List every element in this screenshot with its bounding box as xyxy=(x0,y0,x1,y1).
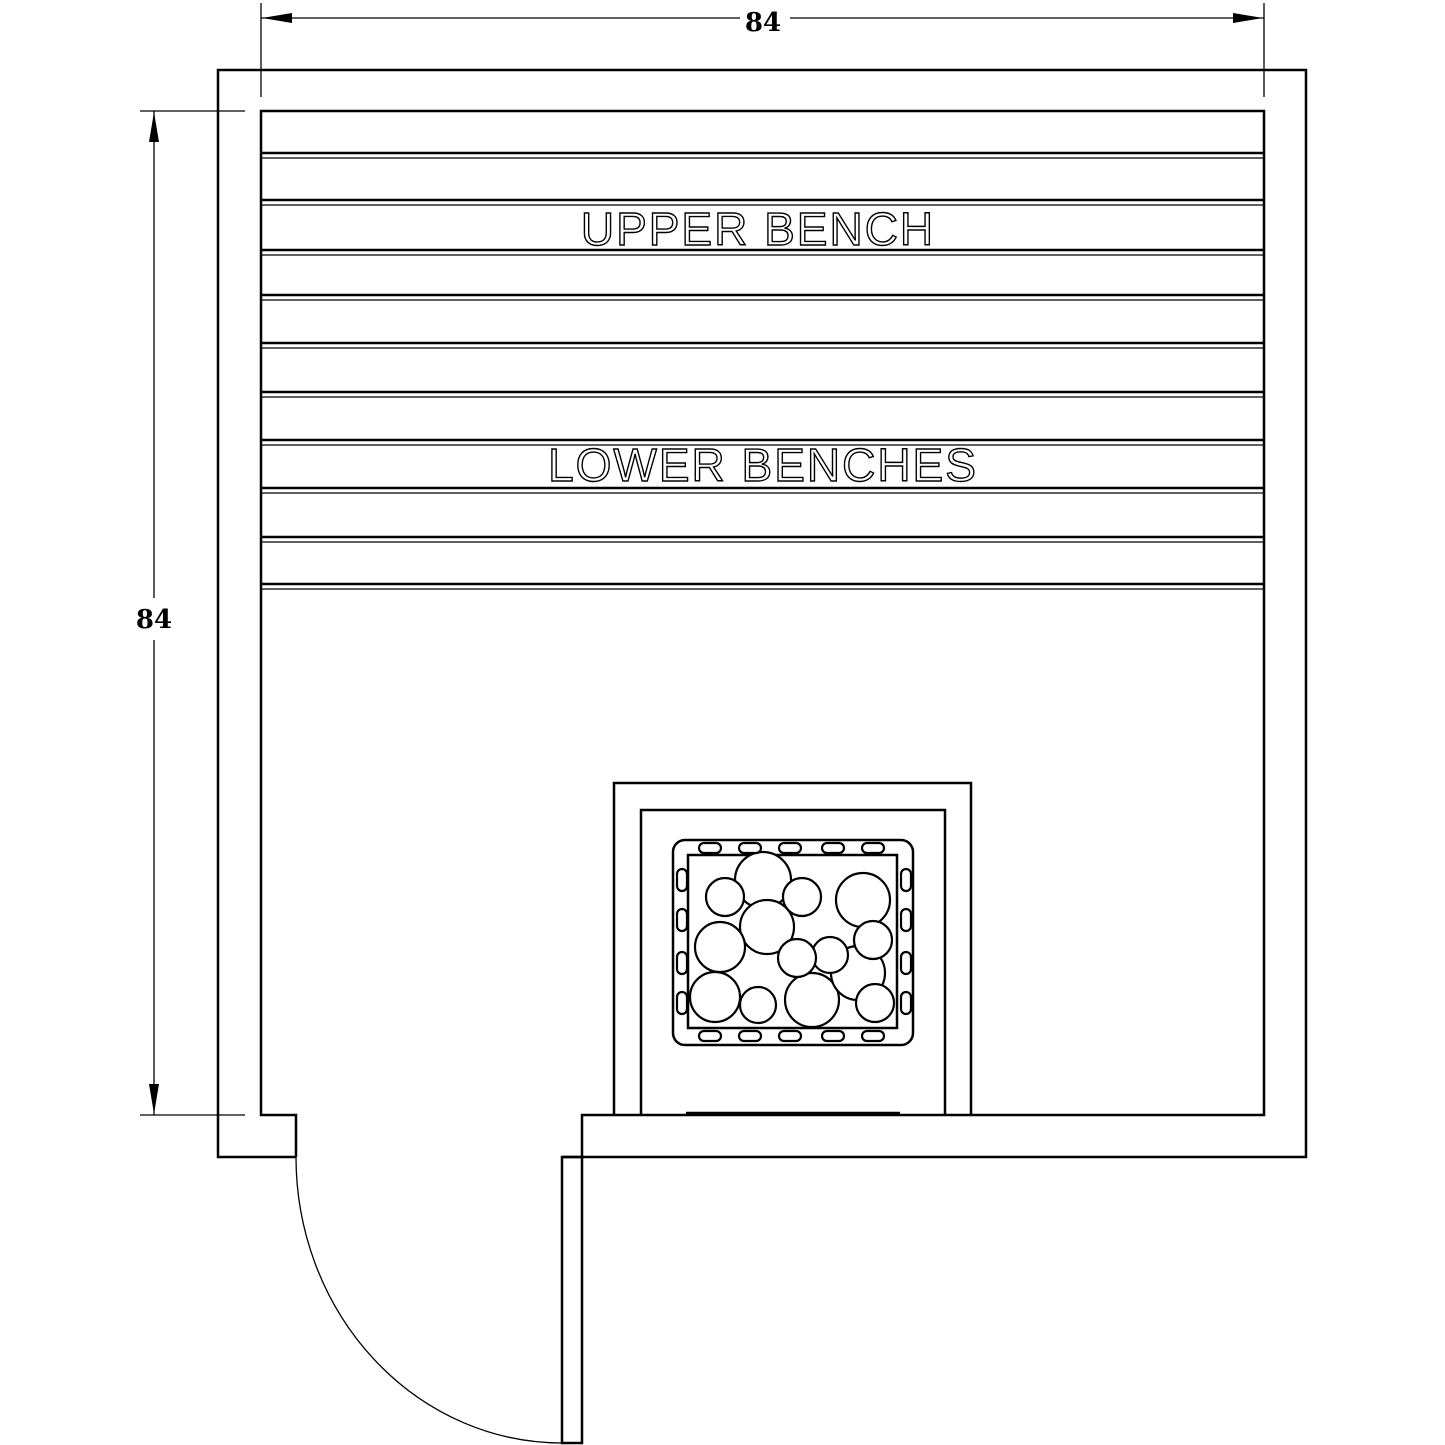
vent-slot xyxy=(820,1029,846,1043)
depth-label: 84 xyxy=(136,605,172,635)
vent-slot xyxy=(697,841,723,855)
heater-vents xyxy=(675,841,913,1043)
vent-slot xyxy=(737,1029,763,1043)
width-dimension: 84 xyxy=(260,3,1265,97)
vent-slot xyxy=(820,841,846,855)
vent-slot xyxy=(737,841,763,855)
arrow-up-icon xyxy=(149,112,159,142)
stone xyxy=(852,919,894,961)
heater-stones xyxy=(688,850,896,1029)
lower-benches-label: LOWER BENCHES xyxy=(548,439,978,491)
upper-bench-label: UPPER BENCH xyxy=(581,203,935,255)
bench-slats xyxy=(261,151,1264,590)
vent-slot xyxy=(899,990,913,1016)
door-leaf[interactable] xyxy=(560,1155,584,1445)
depth-dimension: 84 xyxy=(136,110,245,1116)
vent-slot xyxy=(899,950,913,976)
arrow-right-icon xyxy=(1233,13,1263,23)
vent-slot xyxy=(860,841,886,855)
vent-slot xyxy=(899,867,913,893)
vent-slot xyxy=(899,907,913,933)
door[interactable] xyxy=(295,1155,584,1445)
vent-slot xyxy=(675,907,689,933)
stone xyxy=(688,970,742,1024)
stone xyxy=(738,898,796,956)
stone xyxy=(781,876,823,918)
vent-slot xyxy=(675,867,689,893)
door-swing-arc xyxy=(295,1156,563,1444)
width-label: 84 xyxy=(745,8,781,38)
stone xyxy=(854,982,896,1024)
stone xyxy=(704,876,746,918)
arrow-down-icon xyxy=(149,1084,159,1114)
stone xyxy=(776,937,818,979)
vent-slot xyxy=(675,950,689,976)
stone xyxy=(810,935,850,975)
stone xyxy=(783,971,841,1029)
vent-slot xyxy=(860,1029,886,1043)
walls xyxy=(216,68,1308,1159)
heater xyxy=(612,781,973,1115)
vent-slot xyxy=(697,1029,723,1043)
stone xyxy=(693,920,747,974)
arrow-left-icon xyxy=(262,13,292,23)
stone xyxy=(834,871,892,929)
stone xyxy=(738,985,778,1025)
vent-slot xyxy=(777,1029,803,1043)
vent-slot xyxy=(675,990,689,1016)
vent-slot xyxy=(777,841,803,855)
